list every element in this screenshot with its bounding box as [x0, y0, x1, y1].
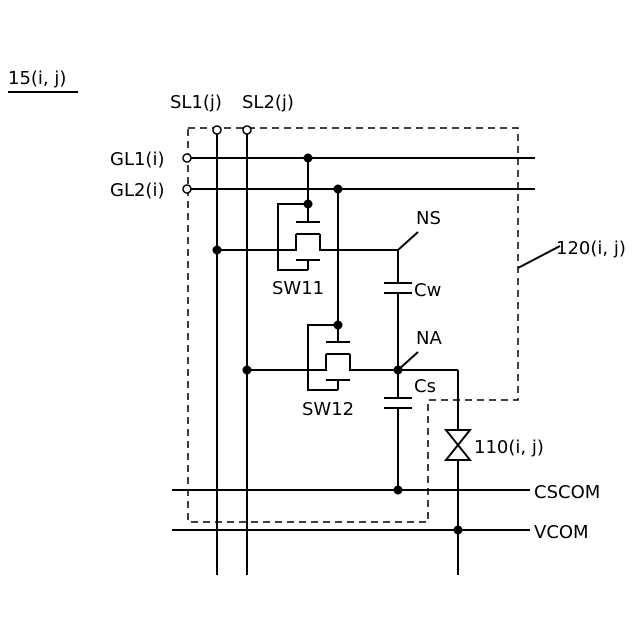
- node-ns-label: NS: [416, 208, 441, 229]
- pixel-circuit-boundary: [188, 128, 518, 522]
- junction-dot: [454, 526, 463, 535]
- capacitor-cw: [384, 250, 412, 370]
- capacitor-cs: [384, 370, 412, 490]
- vcom-label: VCOM: [534, 522, 589, 543]
- capacitor-cs-label: Cs: [414, 376, 436, 397]
- cscom-label: CSCOM: [534, 482, 600, 503]
- pixel-circuit-label: 120(i, j): [556, 238, 626, 259]
- junction-dot: [334, 185, 343, 194]
- switch-sw11: [217, 158, 398, 270]
- junction-dot: [394, 366, 403, 375]
- junction-dot: [304, 200, 313, 209]
- source-line-1-terminal: [213, 126, 221, 134]
- junction-dot: [213, 246, 222, 255]
- gate-line-1-label: GL1(i): [110, 149, 164, 170]
- gate-line-2-terminal: [183, 185, 191, 193]
- gate-line-2-label: GL2(i): [110, 180, 164, 201]
- capacitor-cw-label: Cw: [414, 280, 441, 301]
- pixel-circuit-leader: [518, 246, 560, 268]
- figure-label: 15(i, j): [8, 68, 66, 89]
- node-na-label: NA: [416, 328, 442, 349]
- junction-dot: [243, 366, 252, 375]
- switch-sw11-label: SW11: [272, 278, 324, 299]
- junction-dot: [304, 154, 313, 163]
- source-line-1-label: SL1(j): [170, 92, 222, 113]
- node-ns-leader: [398, 232, 418, 250]
- source-line-2-terminal: [243, 126, 251, 134]
- junction-dot: [334, 321, 343, 330]
- display-element-label: 110(i, j): [474, 437, 544, 458]
- gate-line-1-terminal: [183, 154, 191, 162]
- source-line-2-label: SL2(j): [242, 92, 294, 113]
- junction-dot: [394, 486, 403, 495]
- switch-sw12-label: SW12: [302, 399, 354, 420]
